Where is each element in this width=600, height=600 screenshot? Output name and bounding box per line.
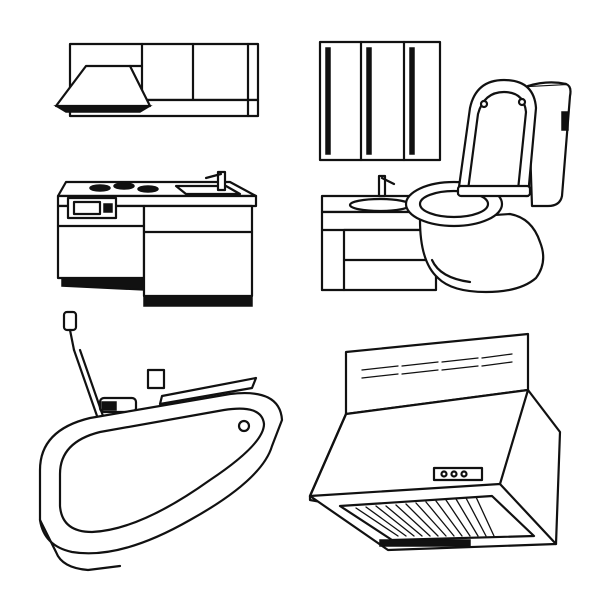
kitchen-unit-icon <box>56 170 258 307</box>
wall-cabinet-icon <box>53 42 260 118</box>
bathtub-icon <box>38 310 284 572</box>
toilet-icon <box>404 78 572 294</box>
range-hood-icon <box>308 332 562 552</box>
filter-grille <box>355 496 495 537</box>
bathroom-vanity-icon <box>318 40 442 292</box>
